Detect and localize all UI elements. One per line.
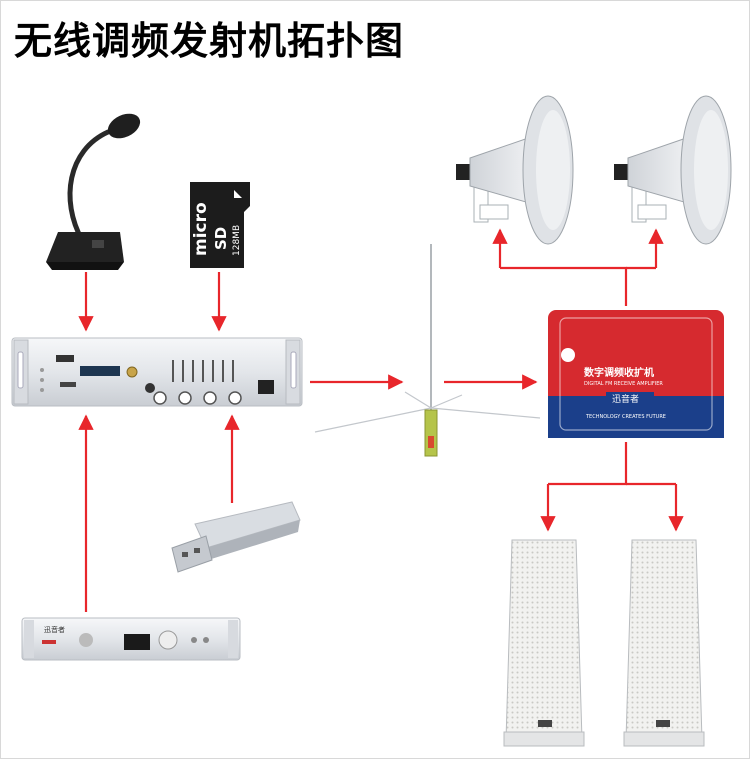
gooseneck-microphone-icon: [46, 113, 141, 270]
horn-speaker-icon: [614, 95, 732, 245]
fm-receiver-amplifier: 数字调频收扩机 DIGITAL FM RECEIVE AMPLIFIER 迅音者…: [548, 310, 724, 438]
fm-transmitter-unit: [11, 337, 303, 407]
column-speaker-icon: [503, 539, 585, 747]
diagram-title: 无线调频发射机拓扑图: [14, 19, 405, 63]
line-receiver-to-columns: [548, 442, 628, 486]
micro-sd-card-icon: micro SD 128MB: [190, 182, 250, 268]
column-speaker-icon: [623, 539, 705, 747]
fm-antenna-icon: [314, 244, 541, 457]
receiver-slogan: TECHNOLOGY CREATES FUTURE: [585, 414, 666, 420]
sd-capacity-label: 128MB: [232, 225, 242, 256]
line-receiver-to-horns: [500, 266, 628, 306]
player-brand-label: 迅音者: [44, 625, 65, 634]
connection-arrows: [78, 228, 684, 612]
receiver-name-cn: 数字调频收扩机: [584, 366, 654, 379]
usb-drive-icon: [171, 501, 301, 573]
sd-brand-label: micro: [191, 202, 211, 256]
digital-player-unit: 迅音者: [21, 617, 241, 661]
horn-speaker-icon: [456, 95, 574, 245]
sd-logo-label: SD: [212, 227, 230, 250]
receiver-brand-cn: 迅音者: [612, 393, 639, 405]
receiver-name-en: DIGITAL FM RECEIVE AMPLIFIER: [584, 381, 663, 387]
